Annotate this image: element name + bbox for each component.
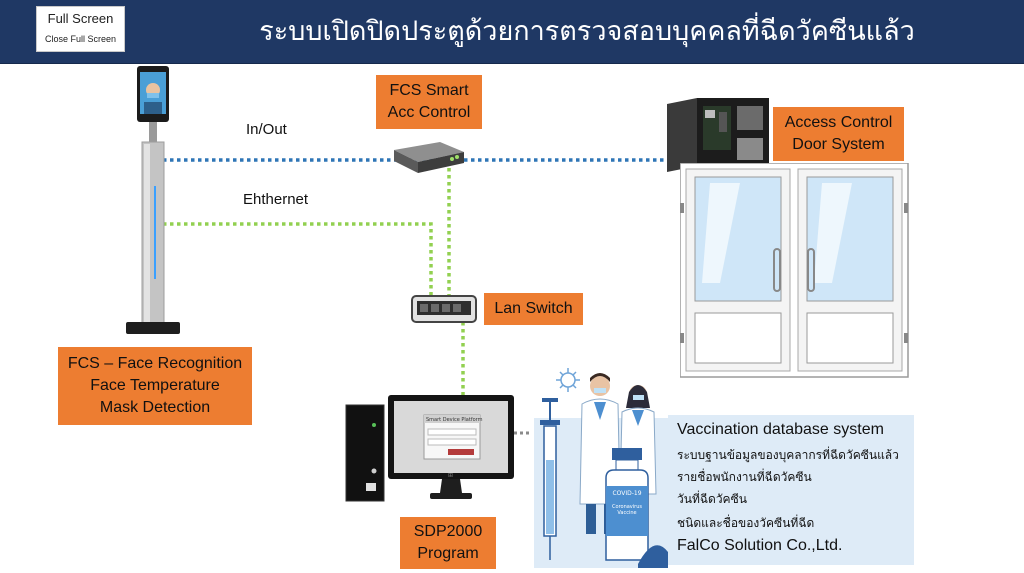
- controller-device-icon: [394, 142, 464, 173]
- header-bar: [0, 0, 1024, 64]
- access-control-line1: Access Control: [784, 114, 893, 131]
- company-name: FalCo Solution Co.,Ltd.: [677, 537, 843, 554]
- vaccine-vial-icon: COVID-19 Coronavirus Vaccine: [605, 448, 649, 561]
- lan-switch-icon: [411, 295, 477, 323]
- smart-acc-line2: Acc Control: [387, 104, 471, 121]
- smart-acc-control-box: FCS Smart Acc Control: [376, 75, 482, 129]
- access-control-line2: Door System: [792, 136, 885, 153]
- vaccination-title: Vaccination database system: [677, 421, 884, 438]
- vaccination-panel: [668, 415, 914, 565]
- page-title: ระบบเปิดปิดประตูด้วยการตรวจสอบบุคคลที่ฉี…: [259, 16, 915, 47]
- glass-door-icon: [680, 163, 909, 378]
- svg-text:⊞: ⊞: [448, 472, 453, 479]
- fcs-label-line3: Mask Detection: [99, 399, 211, 416]
- vaccination-item: วันที่ฉีดวัคซีน: [677, 492, 747, 506]
- ethernet-link: [163, 222, 433, 300]
- lan-switch-box: Lan Switch: [484, 293, 583, 325]
- access-control-panel-icon: [667, 98, 769, 172]
- close-fullscreen-label[interactable]: Close Full Screen: [44, 34, 117, 44]
- vaccination-item: ชนิดและชื่อของวัคซีนที่ฉีด: [677, 516, 815, 530]
- fcs-label-line2: Face Temperature: [90, 377, 220, 394]
- face-recognition-terminal-icon: [126, 66, 180, 334]
- vaccine-label-top: COVID-19: [612, 490, 641, 497]
- vaccination-item: ระบบฐานข้อมูลของบุคลากรที่ฉีดวัคซีนแล้ว: [677, 448, 899, 462]
- fullscreen-label[interactable]: Full Screen: [47, 11, 114, 26]
- smart-acc-line1: FCS Smart: [389, 82, 469, 99]
- access-control-box: Access Control Door System: [773, 107, 904, 161]
- virus-icon: [556, 368, 580, 392]
- syringe-icon: [540, 398, 560, 560]
- monitor-icon: Smart Device Platform ⊞: [388, 395, 514, 499]
- vaccine-label-name: Coronavirus Vaccine: [612, 504, 642, 516]
- ethernet-label: Ehthernet: [243, 191, 309, 208]
- computer-tower-icon: [345, 404, 385, 502]
- monitor-window-title: Smart Device Platform: [426, 417, 483, 423]
- vaccination-illustration-icon: COVID-19 Coronavirus Vaccine: [534, 368, 668, 568]
- lan-switch-label: Lan Switch: [494, 300, 573, 317]
- fcs-label-box: FCS – Face Recognition Face Temperature …: [58, 347, 252, 425]
- sdp-line1: SDP2000: [413, 523, 483, 540]
- fcs-label-line1: FCS – Face Recognition: [67, 355, 243, 372]
- fullscreen-button[interactable]: Full Screen Close Full Screen: [36, 6, 125, 52]
- sdp-line2: Program: [417, 545, 479, 562]
- sdp-program-box: SDP2000 Program: [400, 517, 496, 569]
- vaccination-item: รายชื่อพนักงานที่ฉีดวัคซีน: [677, 470, 812, 484]
- inout-label: In/Out: [246, 121, 287, 138]
